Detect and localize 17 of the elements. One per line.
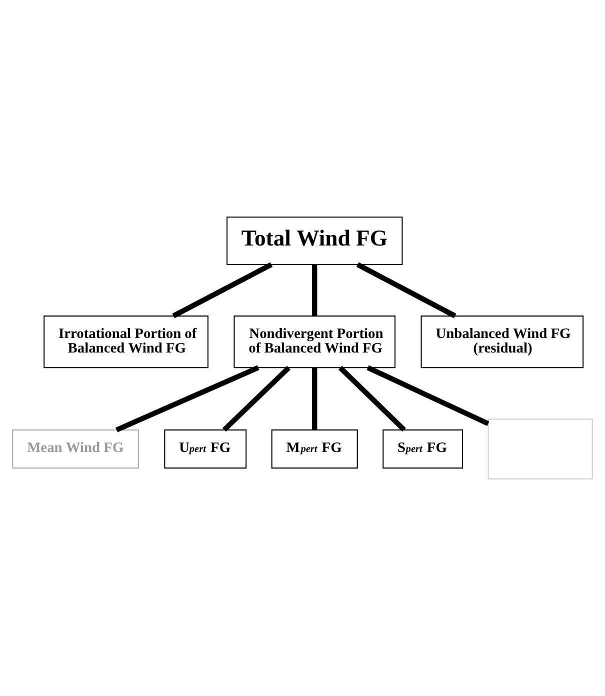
- connector: [116, 365, 260, 432]
- node-box: Unbalanced Wind FG (residual): [420, 316, 584, 368]
- node-box: Irrotational Portion of Balanced Wind FG: [44, 316, 208, 368]
- node-box: [488, 418, 593, 480]
- connector: [356, 262, 456, 318]
- connector: [222, 366, 290, 432]
- connector: [366, 365, 490, 426]
- node-box: Total Wind FG: [226, 216, 403, 266]
- connector: [312, 368, 318, 430]
- connector: [172, 262, 273, 318]
- node-box: Spert FG: [382, 429, 463, 469]
- node-box: Nondivergent Portion of Balanced Wind FG: [234, 316, 396, 368]
- node-box: Mpert FG: [271, 429, 358, 469]
- connector: [312, 264, 318, 316]
- node-box: Mean Wind FG: [12, 429, 139, 469]
- connector: [338, 366, 406, 432]
- node-box: Upert FG: [164, 429, 247, 469]
